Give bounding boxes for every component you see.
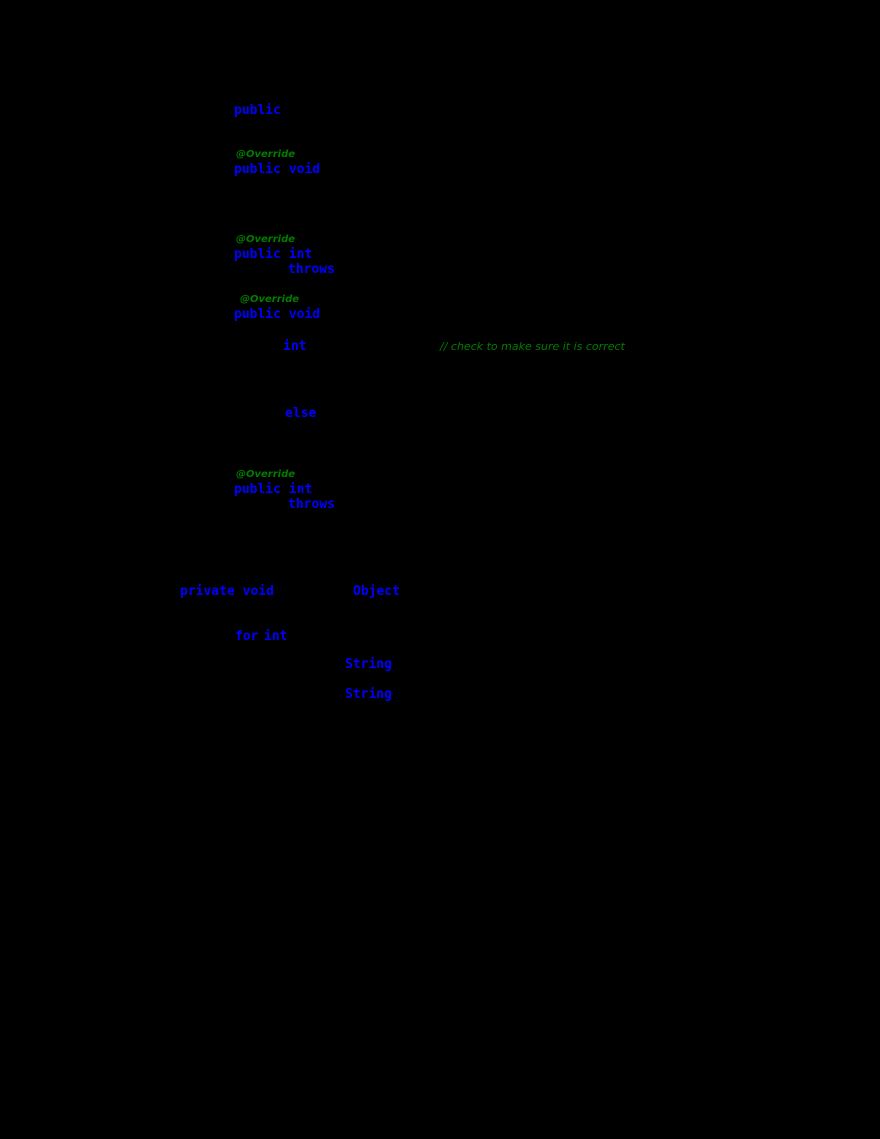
code-keyword-string-1: String [345, 657, 392, 672]
code-keyword-public-void-2: public void [234, 307, 321, 322]
code-keyword-public-void-1: public void [234, 162, 321, 177]
code-comment: // check to make sure it is correct [440, 340, 625, 353]
code-keyword-private-void: private void [180, 584, 274, 599]
code-annotation-override-4: @Override [236, 469, 296, 480]
code-keyword-public: public [234, 103, 281, 118]
code-keyword-int-2: int [264, 629, 288, 644]
code-keyword-public-int-1: public int [234, 247, 313, 262]
code-annotation-override-2: @Override [236, 234, 296, 245]
code-keyword-string-2: String [345, 687, 392, 702]
code-keyword-object: Object [353, 584, 400, 599]
code-keyword-public-int-2: public int [234, 482, 313, 497]
code-keyword-int-1: int [283, 339, 307, 354]
code-keyword-for: for [235, 629, 259, 644]
code-keyword-throws-2: throws [288, 497, 335, 512]
code-annotation-override-1: @Override [236, 149, 296, 160]
code-keyword-else: else [285, 406, 317, 421]
code-keyword-throws-1: throws [288, 262, 335, 277]
code-annotation-override-3: @Override [240, 294, 300, 305]
